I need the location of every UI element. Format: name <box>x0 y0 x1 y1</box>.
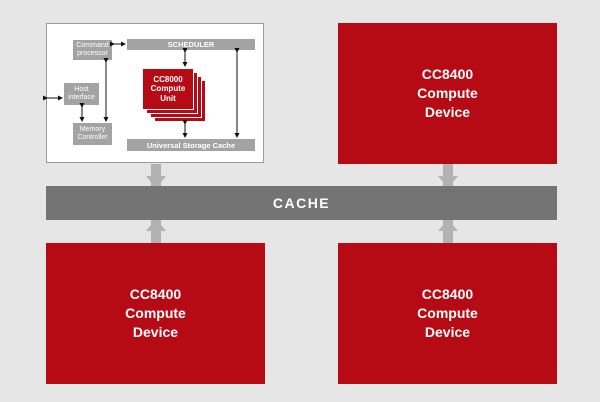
connector-bottom-right <box>443 220 453 243</box>
compute-device-bottom-right: CC8400 Compute Device <box>338 243 557 384</box>
connector-top-right <box>443 164 453 186</box>
command-processor-block: Command processor <box>73 40 112 60</box>
arrowhead-top-left <box>146 176 166 188</box>
arrowhead-top-right <box>438 176 458 188</box>
universal-storage-cache-bar: Universal Storage Cache <box>127 139 255 151</box>
connector-top-left <box>151 164 161 186</box>
scheduler-bar: SCHEDULER <box>127 39 255 50</box>
arrowhead-bottom-left <box>146 219 166 231</box>
connector-bottom-left <box>151 220 161 243</box>
arrowhead-bottom-right <box>438 219 458 231</box>
host-interface-block: Host interface <box>64 83 99 105</box>
compute-device-top-right: CC8400 Compute Device <box>338 23 557 164</box>
memory-controller-block: Memory Controller <box>73 123 112 145</box>
compute-device-bottom-left: CC8400 Compute Device <box>46 243 265 384</box>
shared-cache-bar: CACHE <box>46 186 557 220</box>
compute-unit: CC8000 Compute Unit <box>142 68 194 110</box>
